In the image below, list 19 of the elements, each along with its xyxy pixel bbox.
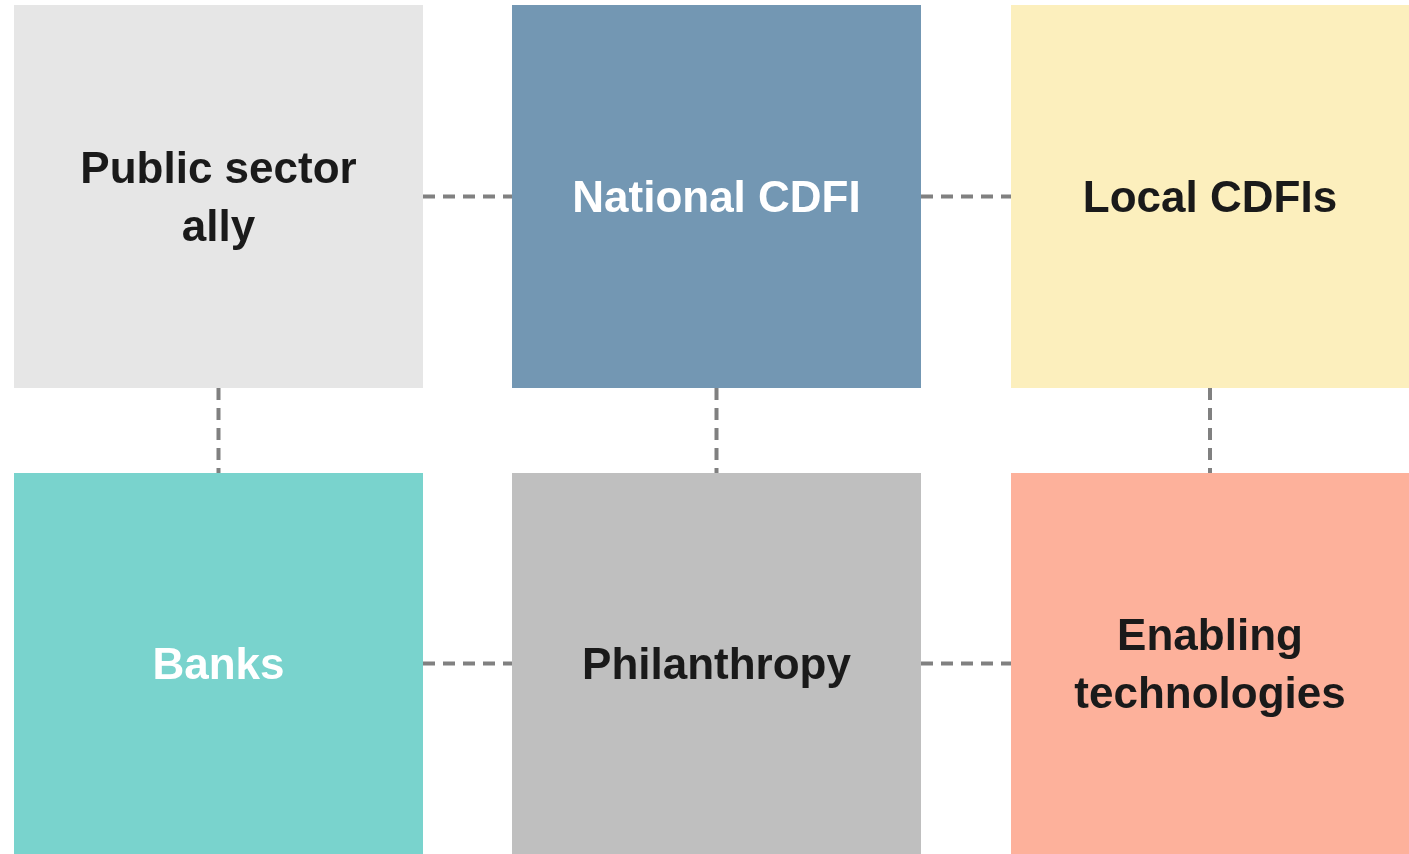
box-label: Enabling technologies	[1073, 609, 1347, 719]
category-box	[14, 5, 423, 388]
category-box	[14, 473, 423, 854]
box-label: Banks	[152, 637, 285, 690]
dashed-connector	[921, 661, 1011, 666]
box-label: Public sector ally	[79, 142, 358, 252]
dashed-connector	[216, 388, 221, 473]
box-label: National CDFI	[572, 170, 861, 223]
category-box	[1011, 5, 1409, 388]
box-label: Philanthropy	[582, 637, 851, 690]
category-box	[512, 5, 921, 388]
category-box	[1011, 473, 1409, 854]
dashed-connector	[921, 194, 1011, 199]
category-box	[512, 473, 921, 854]
dashed-connector	[714, 388, 719, 473]
box-label: Local CDFIs	[1082, 170, 1338, 223]
dashed-connector	[1208, 388, 1212, 473]
dashed-connector	[423, 661, 512, 666]
dashed-connector	[423, 194, 512, 199]
